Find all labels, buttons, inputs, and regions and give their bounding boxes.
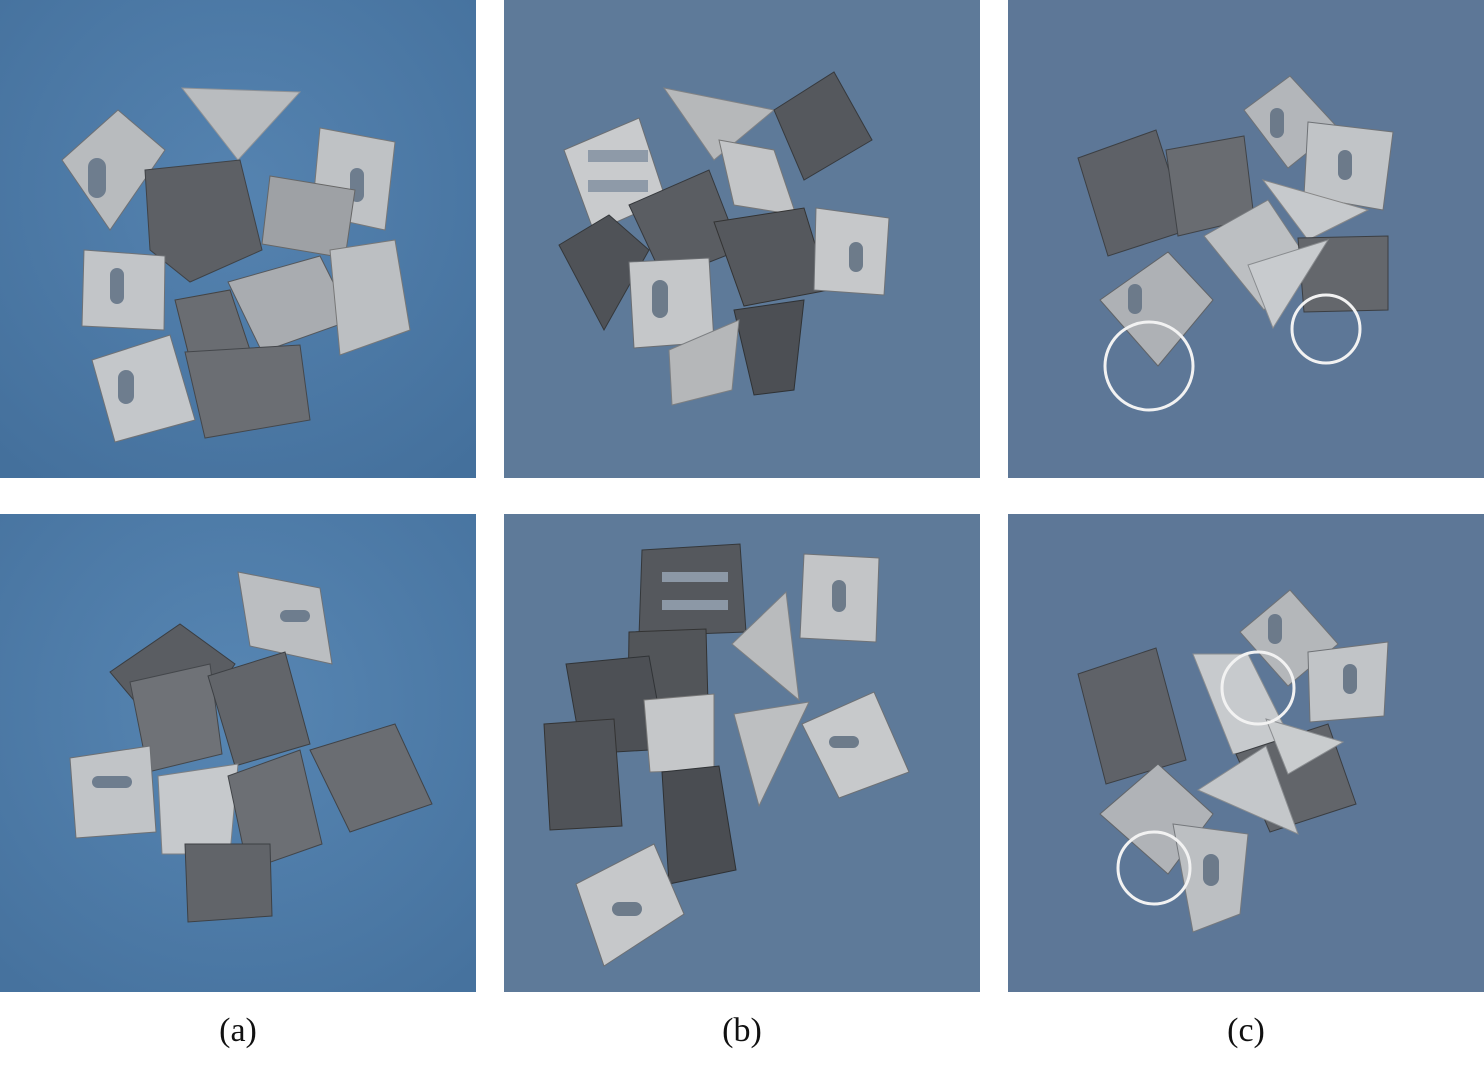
panel-c-bottom (1008, 514, 1484, 992)
refined-render-parts-pile-2-with-circles (1008, 514, 1484, 992)
photo-real-parts-pile-1 (0, 0, 476, 478)
highlight-circle (1103, 320, 1195, 412)
panel-b-bottom (504, 514, 980, 992)
highlight-circle (1220, 650, 1296, 726)
highlight-circle (1290, 293, 1362, 365)
panel-b-top (504, 0, 980, 478)
caption-b: (b) (722, 1012, 762, 1049)
caption-a: (a) (219, 1012, 257, 1049)
panel-a-top (0, 0, 476, 478)
synthetic-render-parts-pile-2 (504, 514, 980, 992)
synthetic-render-parts-pile-1 (504, 0, 980, 478)
caption-c: (c) (1227, 1012, 1265, 1049)
highlight-circle (1116, 830, 1192, 906)
photo-real-parts-pile-2 (0, 514, 476, 992)
refined-render-parts-pile-1-with-circles (1008, 0, 1484, 478)
panel-c-top (1008, 0, 1484, 478)
panel-a-bottom (0, 514, 476, 992)
